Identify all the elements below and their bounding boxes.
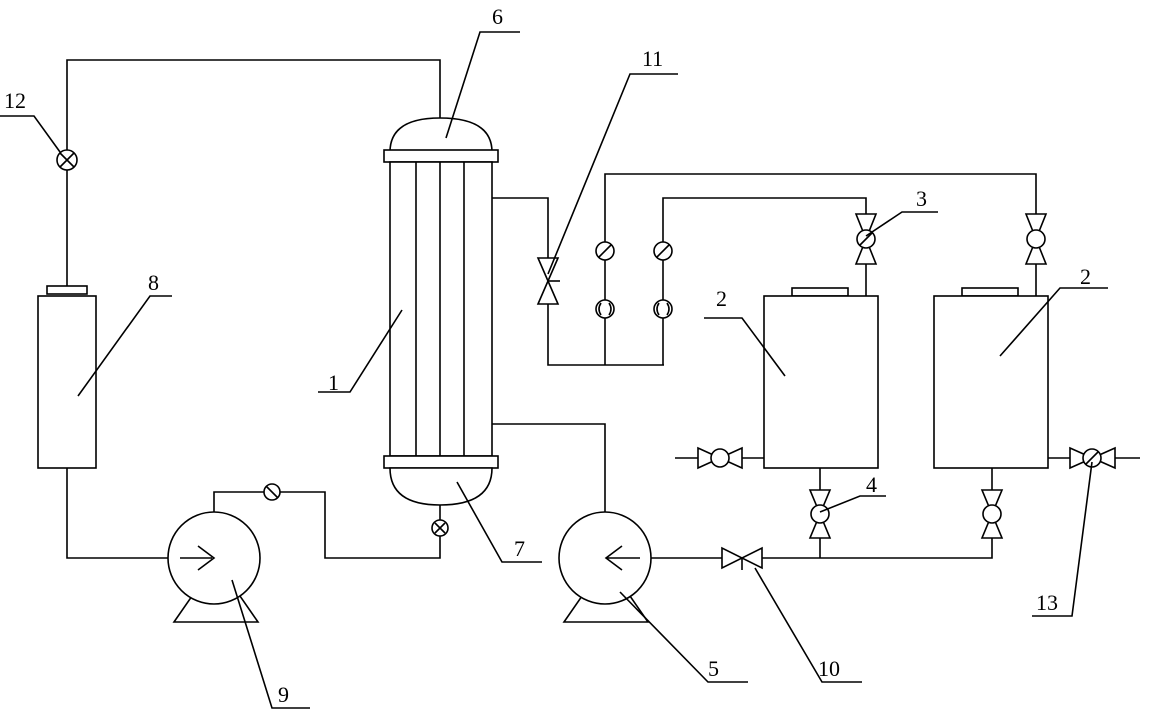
pump-5 xyxy=(558,511,652,623)
valve-3 xyxy=(854,213,878,265)
storage-tank-a xyxy=(763,287,879,469)
label-tank-b: 2 xyxy=(1080,264,1091,289)
pipe-branch-a-top xyxy=(604,173,1037,242)
pipe-reactor-lower-outlet xyxy=(492,423,606,514)
valve-4 xyxy=(808,489,832,539)
valve-10 xyxy=(721,546,763,570)
cross-icon xyxy=(59,152,75,168)
piping xyxy=(66,59,1140,559)
vessel-8-cap xyxy=(46,285,88,295)
pump-9-arrow-icon xyxy=(180,545,216,571)
label-pump-9: 9 xyxy=(278,682,289,707)
pipe-valve11-down xyxy=(547,304,664,366)
label-valve-11: 11 xyxy=(642,46,663,71)
label-tank-a: 2 xyxy=(716,286,727,311)
tank-b-body xyxy=(933,295,1049,469)
pipe-pump9-discharge xyxy=(213,491,264,520)
pump-5-arrow-icon xyxy=(604,545,640,571)
reactor-column xyxy=(383,117,499,506)
label-valve-13: 13 xyxy=(1036,590,1058,615)
vessel-8-body xyxy=(37,295,97,469)
top-flange xyxy=(383,149,499,163)
branch-a-gauge xyxy=(595,241,615,261)
pipe-reactor-upper-outlet xyxy=(492,197,549,258)
bottom-flange xyxy=(383,455,499,469)
valve-13 xyxy=(1069,446,1116,470)
valve-11 xyxy=(536,257,560,305)
label-valve-4: 4 xyxy=(866,472,877,497)
bottom-outlet-meter xyxy=(431,519,449,537)
branch-b-gauge xyxy=(653,241,673,261)
pipe-branch-b-top xyxy=(662,197,867,242)
pipe-suction-header xyxy=(762,538,993,559)
label-top-head: 6 xyxy=(492,4,503,29)
storage-tank-b xyxy=(933,287,1049,469)
label-bottom-head: 7 xyxy=(514,536,525,561)
label-gauge-12: 12 xyxy=(4,88,26,113)
vessel-8 xyxy=(37,285,97,469)
tank-a-body xyxy=(763,295,879,469)
branch-a-meter xyxy=(595,299,615,319)
pipe-vessel8-to-pump9 xyxy=(66,468,168,559)
valve-tank-b-drain xyxy=(980,489,1004,539)
label-reactor: 1 xyxy=(328,370,339,395)
leader-lines xyxy=(0,31,1108,709)
top-head xyxy=(389,117,493,153)
valve-tank-a-side xyxy=(697,446,743,470)
valve-tank-b-inlet xyxy=(1024,213,1048,265)
label-valve-3: 3 xyxy=(916,186,927,211)
branch-b-meter xyxy=(653,299,673,319)
label-valve-10: 10 xyxy=(818,656,840,681)
pipe-top-loop xyxy=(66,59,441,150)
pump-9-discharge-gauge xyxy=(263,483,281,501)
label-vessel-8: 8 xyxy=(148,270,159,295)
label-pump-5: 5 xyxy=(708,656,719,681)
tank-b-cap xyxy=(961,287,1019,297)
tank-a-cap xyxy=(791,287,849,297)
gauge-12 xyxy=(56,149,78,171)
column-shell xyxy=(389,161,493,457)
pipe-pump9-discharge-b xyxy=(280,491,441,559)
callout-labels: 1 2 2 3 4 5 6 7 8 9 10 11 12 13 xyxy=(4,4,1091,707)
pump-9 xyxy=(167,511,261,623)
bottom-head xyxy=(389,467,493,506)
